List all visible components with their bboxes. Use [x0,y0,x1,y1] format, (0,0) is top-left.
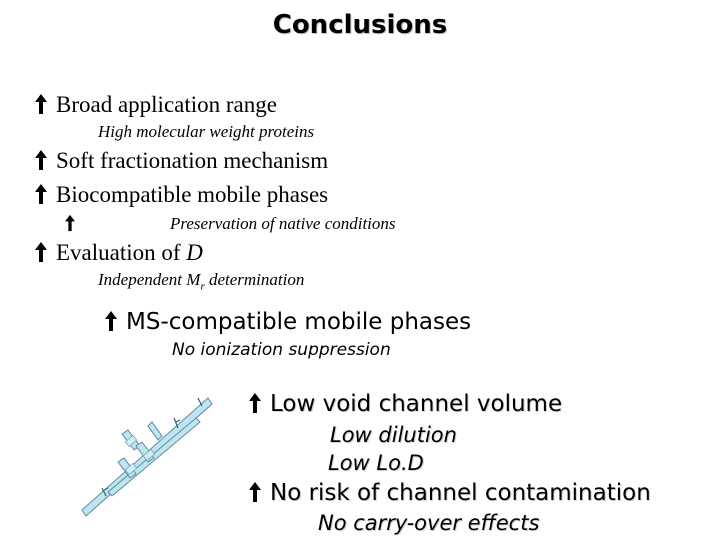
sub-low-dilution: Low dilution [330,423,457,447]
up-arrow-icon [248,481,262,503]
sub-independent-mr: Independent Mr determination [98,270,305,293]
sub-bullet-preservation [64,214,84,234]
bullet-broad-application: Broad application range [34,92,277,118]
up-arrow-icon [248,392,262,414]
sub-no-ionization: No ionization suppression [172,340,391,360]
page-title: Conclusions [272,10,448,40]
sub-preservation-native: Preservation of native conditions [170,214,396,233]
up-arrow-icon [34,149,48,171]
bullet-biocompatible: Biocompatible mobile phases [34,182,328,208]
bullet-evaluation-of-d: Evaluation of D [34,240,203,266]
channel-device-illustration [78,392,218,527]
sub-high-molecular-weight: High molecular weight proteins [98,122,315,141]
bullet-low-void-volume: Low void channel volume [248,391,562,417]
up-arrow-icon [34,93,48,115]
up-arrow-icon [104,310,118,332]
bullet-ms-compatible: MS-compatible mobile phases [104,309,471,335]
sub-no-carry-over: No carry-over effects [318,511,540,535]
sub-low-lod: Low Lo.D [328,451,424,475]
up-arrow-icon [34,241,48,263]
bullet-no-risk-contamination: No risk of channel contamination [248,480,651,506]
bullet-soft-fractionation: Soft fractionation mechanism [34,148,328,174]
up-arrow-icon [64,214,76,232]
up-arrow-icon [34,183,48,205]
